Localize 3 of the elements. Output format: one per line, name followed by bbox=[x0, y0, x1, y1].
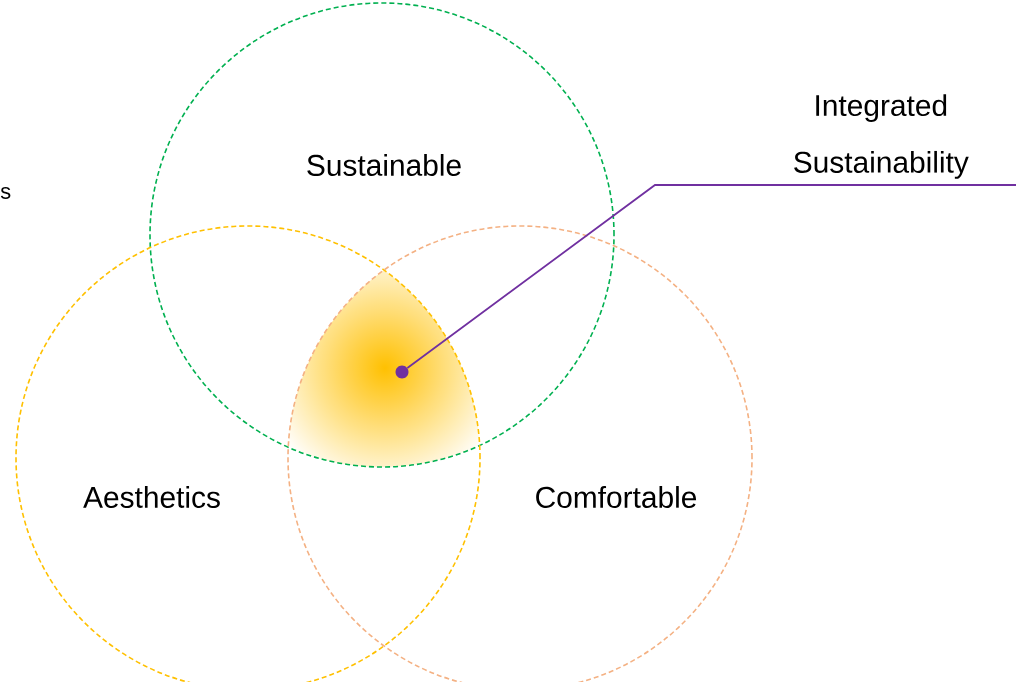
callout-text: Integrated Sustainability bbox=[794, 94, 969, 179]
text-fragment: s bbox=[0, 187, 11, 199]
leader-line bbox=[406, 184, 1016, 369]
